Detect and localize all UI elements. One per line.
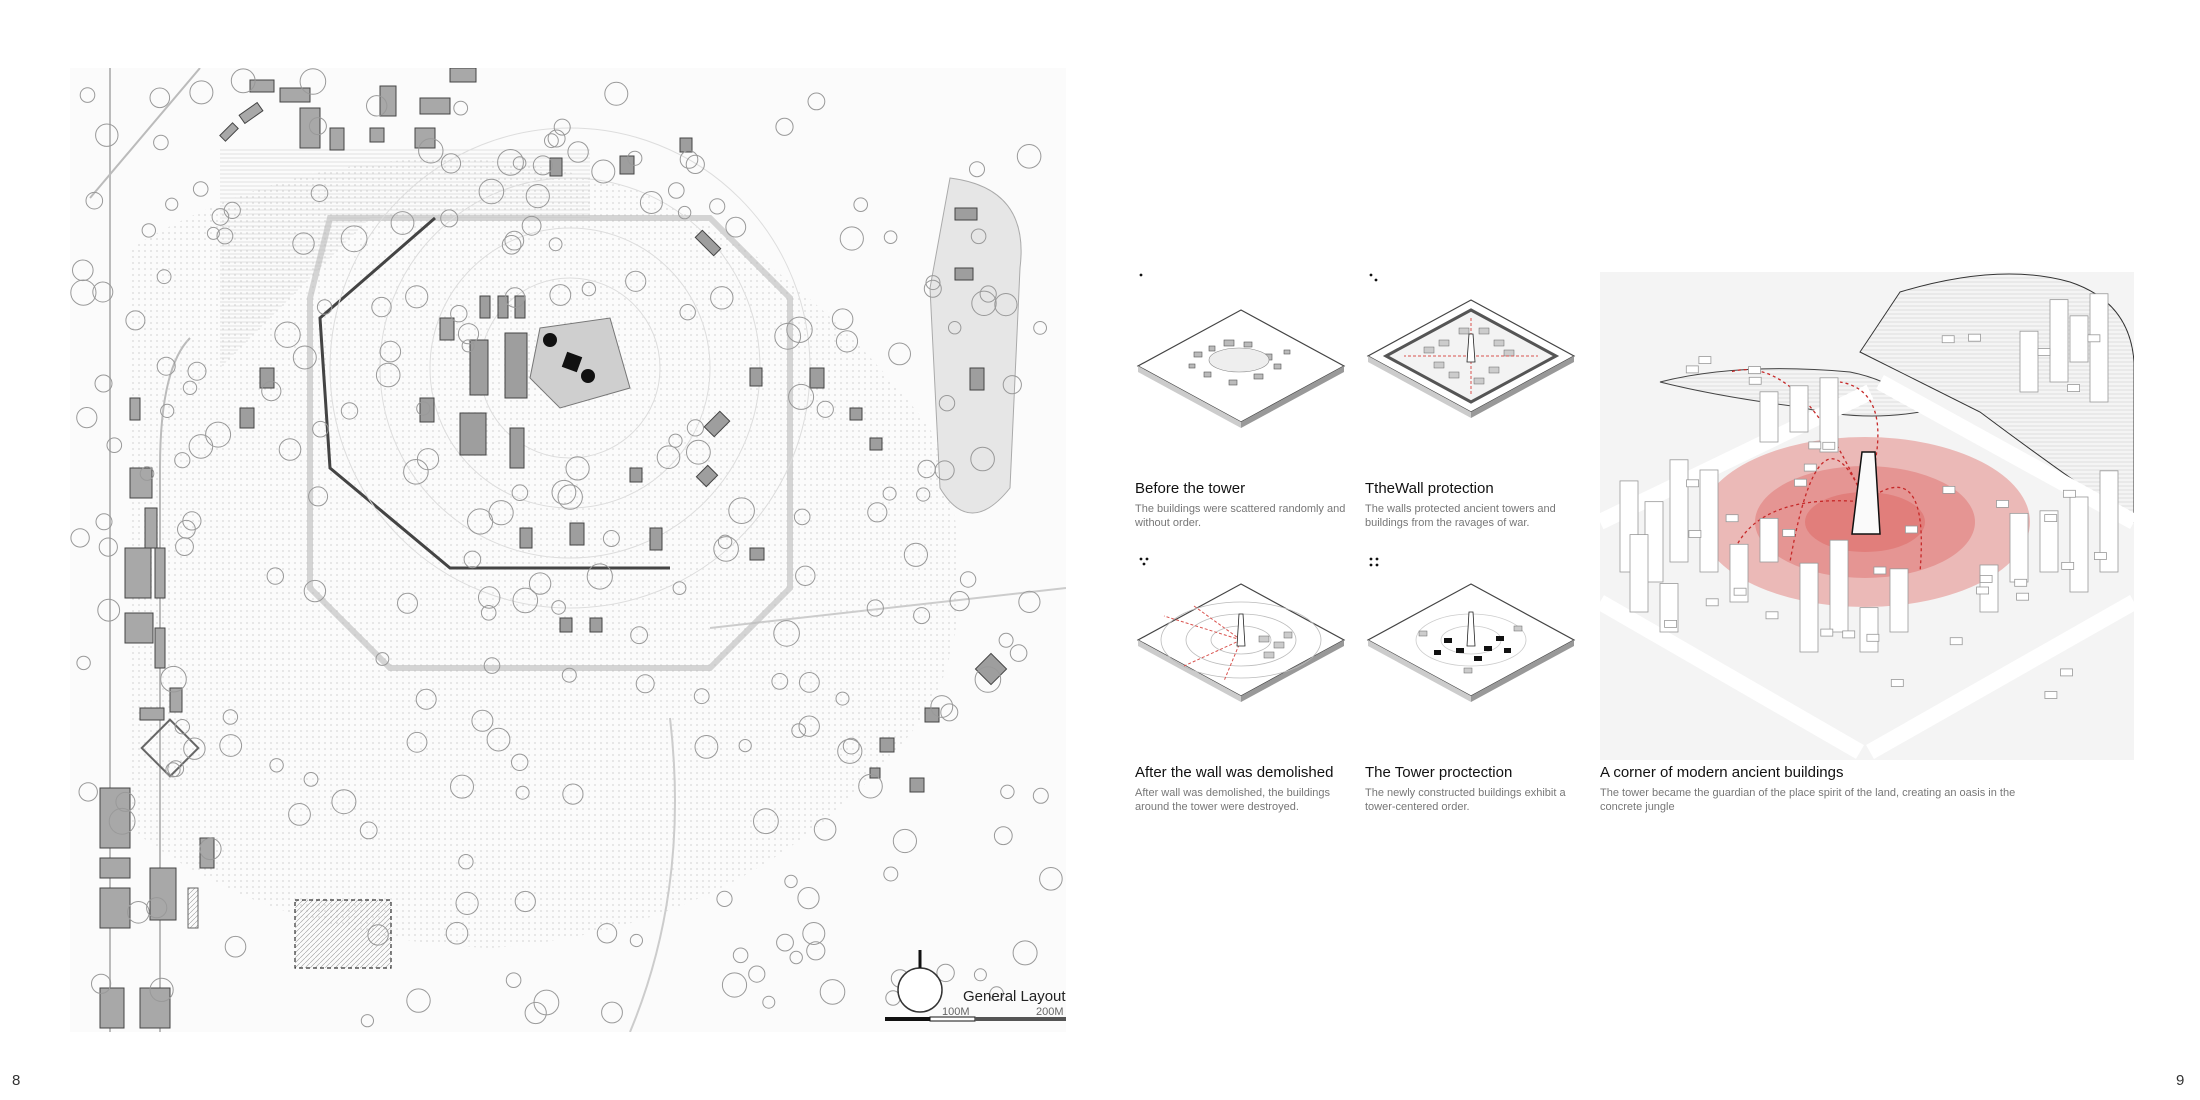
site-plan-drawing [70,68,1066,1032]
panel-title: Before the tower [1135,480,1246,497]
panel-tower-protection: The Tower proctection The newly construc… [1362,556,1582,826]
dot-marker-icon [1139,557,1149,566]
panel-description: After wall was demolished, the buildings… [1135,787,1331,813]
dotted-landscape-zone [130,158,960,949]
large-isometric-render [1600,272,2134,760]
dot-marker-icon [1369,273,1378,282]
north-compass-icon [897,950,943,1013]
highlighted-site-zone [294,899,392,969]
plan-title: General Layout [963,988,1066,1005]
isometric-diagram-after-wall [1136,583,1346,702]
scale-label-100m: 100M [942,1006,970,1018]
panel-before-the-tower: Before the tower The buildings were scat… [1132,272,1352,542]
panel-title: The Tower proctection [1365,764,1513,781]
panel-wall-protection: TtheWall protection The walls protected … [1362,272,1582,542]
pond-area [929,177,1022,514]
isometric-diagram-tower-protection [1366,583,1576,702]
panel-description: The walls protected ancient towers and b… [1365,503,1556,529]
isometric-diagram-wall-protection [1366,299,1576,418]
panel-modern-ancient-corner: A corner of modern ancient buildings The… [1600,272,2140,832]
panel-after-wall-demolished: After the wall was demolished After wall… [1132,556,1352,826]
page-number-left: 8 [12,1072,21,1089]
dot-marker-icon [1139,273,1143,277]
panel-description: The buildings were scattered randomly an… [1135,503,1346,529]
dot-marker-icon [1369,557,1379,567]
hatched-plaza [220,148,590,368]
panel-title: After the wall was demolished [1135,764,1334,781]
panel-title: TtheWall protection [1365,480,1494,497]
ancient-tower-icon [1851,451,1881,535]
scale-label-200m: 200M [1036,1006,1064,1018]
ancient-wall-line [318,216,670,570]
page-number-right: 9 [2176,1072,2185,1089]
panel-description: The newly constructed buildings exhibit … [1365,787,1566,813]
panel-title: A corner of modern ancient buildings [1600,764,1844,781]
isometric-diagram-before-tower [1136,309,1346,428]
site-plan-svg [70,68,1066,1032]
tree-canopy-group [70,68,1063,1028]
scale-bar [885,1016,1066,1022]
panel-description: The tower became the guardian of the pla… [1600,787,2016,813]
tower-footprint [561,351,583,373]
